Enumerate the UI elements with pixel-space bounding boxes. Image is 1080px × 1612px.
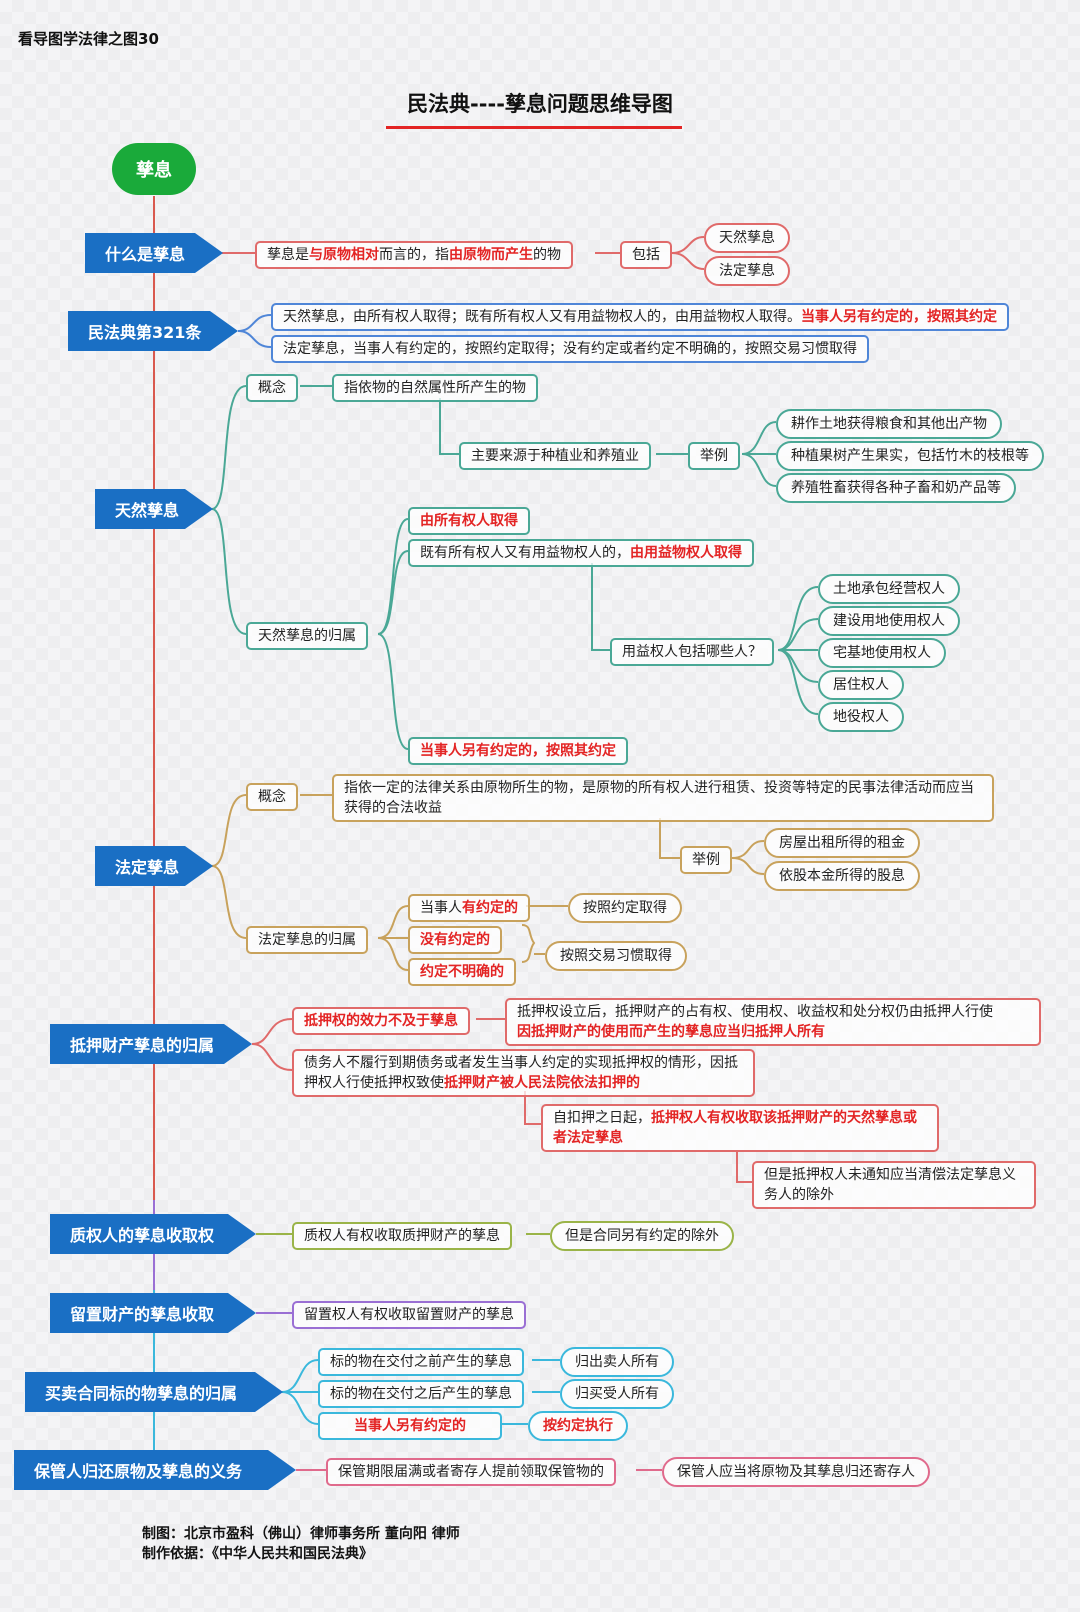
- right-homestead: 宅基地使用权人: [818, 638, 946, 668]
- pledge-exception: 但是合同另有约定的除外: [550, 1221, 734, 1251]
- natural-owner-2-highlight: 由用益物权人取得: [630, 545, 742, 561]
- root-node: 孳息: [112, 143, 196, 195]
- definition-box: 孳息是与原物相对而言的，指由原物而产生的物: [255, 241, 573, 269]
- mortgage-detail-1-text: 抵押权设立后，抵押财产的占有权、使用权、收益权和处分权仍由抵押人行使: [517, 1004, 993, 1020]
- natural-concept-def: 指依物的自然属性所产生的物: [332, 374, 538, 402]
- mortgage-branch-3-highlight: 抵押权人有权收取该抵押财产的天然孳息或者法定孳息: [553, 1110, 917, 1146]
- right-land-contract: 土地承包经营权人: [818, 574, 960, 604]
- node-custodian-duty: 保管人归还原物及孳息的义务: [14, 1450, 296, 1490]
- natural-example-3: 养殖牲畜获得各种子畜和奶产品等: [776, 473, 1016, 503]
- def-text-c: 而言的，指: [379, 247, 449, 263]
- footer-author: 制图：北京市盈科（佛山）律师事务所 董向阳 律师: [142, 1526, 460, 1542]
- page-title: 民法典----孳息问题思维导图: [407, 92, 673, 116]
- mortgage-branch-1: 抵押权的效力不及于孳息: [292, 1007, 470, 1035]
- mortgage-branch-3: 自扣押之日起，抵押权人有权收取该抵押财产的天然孳息或者法定孳息: [541, 1104, 939, 1152]
- footer-basis: 制作依据：《中华人民共和国民法典》: [142, 1546, 373, 1562]
- type-natural: 天然孳息: [704, 223, 790, 253]
- legal-concept-label: 概念: [246, 783, 298, 811]
- legal-ownership-label: 法定孳息的归属: [246, 926, 368, 954]
- def-text-e: 的物: [533, 247, 561, 263]
- article-line-2: 法定孳息，当事人有约定的，按照约定取得；没有约定或者约定不明确的，按照交易习惯取…: [271, 335, 869, 363]
- legal-example-2: 依股本金所得的股息: [764, 861, 920, 891]
- sale-result-buyer: 归买受人所有: [560, 1379, 674, 1409]
- natural-source: 主要来源于种植业和养殖业: [459, 442, 651, 470]
- mortgage-branch-3-text: 自扣押之日起，: [553, 1110, 651, 1126]
- article-line-1-text: 天然孳息，由所有权人取得；既有所有权人又有用益物权人的，由用益物权人取得。: [283, 309, 801, 325]
- sale-before-delivery: 标的物在交付之前产生的孳息: [318, 1348, 524, 1376]
- article-line-1-highlight: 当事人另有约定的，按照其约定: [801, 309, 997, 325]
- node-legal-fruits: 法定孳息: [95, 846, 213, 886]
- natural-ownership-label: 天然孳息的归属: [246, 622, 368, 650]
- lien-right: 留置权人有权收取留置财产的孳息: [292, 1301, 526, 1329]
- sale-result-seller: 归出卖人所有: [560, 1347, 674, 1377]
- mortgage-branch-2-text: 债务人不履行到期债务或者发生当事人约定的实现抵押权的情形，因抵押权人行使抵押权致…: [304, 1055, 738, 1091]
- mortgage-branch-2-highlight: 抵押财产被人民法院依法扣押的: [444, 1075, 640, 1091]
- legal-concept-def: 指依一定的法律关系由原物所生的物，是原物的所有权人进行租赁、投资等特定的民事法律…: [332, 774, 994, 822]
- footer: 制图：北京市盈科（佛山）律师事务所 董向阳 律师 制作依据：《中华人民共和国民法…: [142, 1524, 460, 1564]
- node-natural-fruits: 天然孳息: [95, 489, 213, 529]
- mortgage-branch-4: 但是抵押权人未通知应当清偿法定孳息义务人的除外: [752, 1161, 1036, 1209]
- sale-other-agreement: 当事人另有约定的: [318, 1412, 502, 1440]
- def-text-d: 由原物而产生: [449, 247, 533, 263]
- natural-owner-2-text: 既有所有权人又有用益物权人的，: [420, 545, 630, 561]
- node-lien-fruits: 留置财产的孳息收取: [50, 1293, 256, 1333]
- legal-case-1: 当事人有约定的: [408, 894, 530, 922]
- mortgage-detail-1-highlight: 因抵押财产的使用而产生的孳息应当归抵押人所有: [517, 1024, 825, 1040]
- node-sale-contract-fruits: 买卖合同标的物孳息的归属: [25, 1372, 283, 1412]
- natural-example-1: 耕作土地获得粮食和其他出产物: [776, 409, 1002, 439]
- pledge-right: 质权人有权收取质押财产的孳息: [292, 1222, 512, 1250]
- article-line-1: 天然孳息，由所有权人取得；既有所有权人又有用益物权人的，由用益物权人取得。当事人…: [271, 303, 1009, 331]
- natural-example-2: 种植果树产生果实，包括竹木的枝根等: [776, 441, 1044, 471]
- def-text-b: 与原物相对: [309, 247, 379, 263]
- sale-result-agreement: 按约定执行: [528, 1411, 628, 1441]
- custody-condition: 保管期限届满或者寄存人提前领取保管物的: [326, 1458, 616, 1486]
- right-construction-land: 建设用地使用权人: [818, 606, 960, 636]
- legal-example-label: 举例: [680, 846, 732, 874]
- sale-after-delivery: 标的物在交付之后产生的孳息: [318, 1380, 524, 1408]
- usufruct-holders-question: 用益权人包括哪些人？: [610, 638, 774, 666]
- node-what-is-fruits: 什么是孳息: [85, 233, 223, 273]
- title-underline: [386, 126, 682, 129]
- natural-example-label: 举例: [688, 442, 740, 470]
- node-pledge-fruits: 质权人的孳息收取权: [50, 1214, 256, 1254]
- legal-case-1-highlight: 有约定的: [462, 900, 518, 916]
- natural-owner-2: 既有所有权人又有用益物权人的，由用益物权人取得: [408, 539, 754, 567]
- mortgage-detail-1: 抵押权设立后，抵押财产的占有权、使用权、收益权和处分权仍由抵押人行使因抵押财产的…: [505, 998, 1041, 1046]
- series-label: 看导图学法律之图30: [18, 30, 159, 48]
- legal-result-agreement: 按照约定取得: [568, 893, 682, 923]
- mortgage-branch-2: 债务人不履行到期债务或者发生当事人约定的实现抵押权的情形，因抵押权人行使抵押权致…: [292, 1049, 755, 1097]
- right-residence: 居住权人: [818, 670, 904, 700]
- node-mortgage-fruits: 抵押财产孳息的归属: [50, 1024, 252, 1064]
- legal-case-2: 没有约定的: [408, 926, 502, 954]
- legal-case-1-text: 当事人: [420, 900, 462, 916]
- type-legal: 法定孳息: [704, 256, 790, 286]
- legal-result-custom: 按照交易习惯取得: [545, 941, 687, 971]
- legal-example-1: 房屋出租所得的租金: [764, 828, 920, 858]
- node-article-321: 民法典第321条: [68, 311, 238, 351]
- natural-owner-1: 由所有权人取得: [408, 507, 530, 535]
- legal-case-3: 约定不明确的: [408, 958, 516, 986]
- natural-owner-3: 当事人另有约定的，按照其约定: [408, 737, 628, 765]
- def-text-a: 孳息是: [267, 247, 309, 263]
- custody-obligation: 保管人应当将原物及其孳息归还寄存人: [662, 1457, 930, 1487]
- natural-concept-label: 概念: [246, 374, 298, 402]
- right-easement: 地役权人: [818, 702, 904, 732]
- include-label: 包括: [620, 241, 672, 269]
